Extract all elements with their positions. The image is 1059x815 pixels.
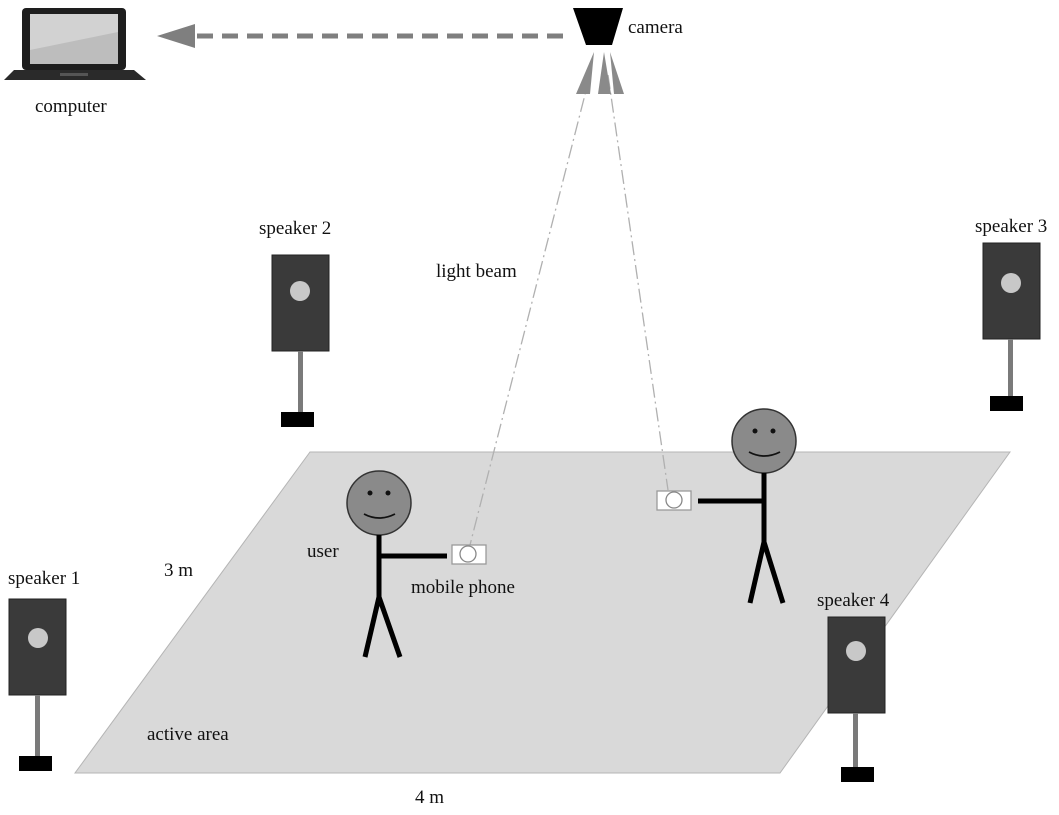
mobile-phone-icon-2 (656, 490, 692, 511)
dashed-arrow-icon (157, 24, 563, 48)
speaker-1-label: speaker 1 (8, 568, 80, 589)
camera-icon (573, 8, 624, 94)
speaker-4 (827, 616, 886, 782)
height-dimension-label: 3 m (164, 560, 193, 581)
speaker-icon (271, 254, 330, 352)
speaker-2 (271, 254, 330, 427)
computer-label: computer (35, 96, 107, 117)
speaker-icon (827, 616, 886, 714)
light-beam-label: light beam (436, 261, 517, 282)
speaker-1 (8, 598, 67, 771)
speaker-4-label: speaker 4 (817, 590, 890, 611)
active-area-label: active area (147, 724, 229, 745)
mobile-phone-icon (451, 544, 487, 565)
speaker-3 (982, 242, 1041, 411)
user-label: user (307, 541, 339, 562)
light-beam-1 (469, 74, 591, 546)
light-beam-2 (607, 74, 669, 491)
speaker-3-label: speaker 3 (975, 216, 1047, 237)
speaker-2-label: speaker 2 (259, 218, 331, 239)
stick-figure-icon (346, 470, 447, 658)
laptop-icon (4, 8, 146, 80)
stick-figure-icon-2 (698, 408, 797, 604)
mobile-phone-label: mobile phone (411, 577, 515, 598)
width-dimension-label: 4 m (415, 787, 444, 808)
camera-label: camera (628, 17, 683, 38)
